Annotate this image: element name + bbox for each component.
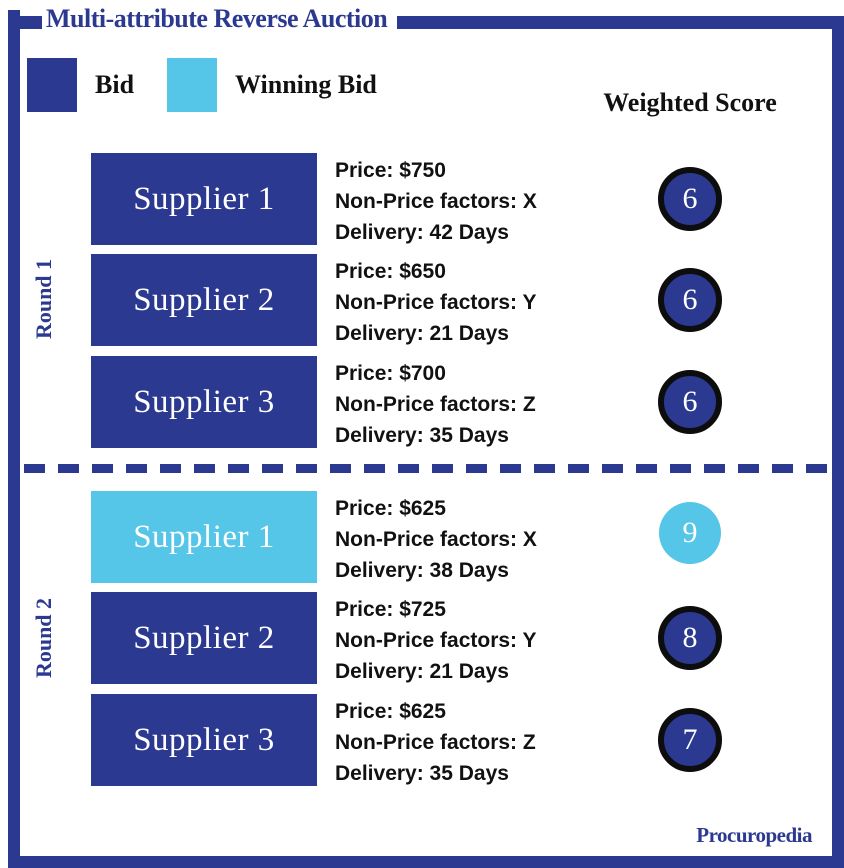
bid-delivery: Delivery: 38 Days <box>335 559 509 582</box>
brand-logo-text: Procuropedia <box>696 823 812 847</box>
bid-row-round1-supplier2: Supplier 2 Price: $650 Non-Price factors… <box>0 254 844 346</box>
legend-bid-swatch <box>27 58 77 112</box>
bid-non-price-factors: Non-Price factors: Y <box>335 291 537 314</box>
supplier-bid-box: Supplier 3 <box>91 356 317 448</box>
bid-non-price-factors: Non-Price factors: Z <box>335 393 536 416</box>
supplier-name: Supplier 1 <box>133 518 275 555</box>
supplier-name: Supplier 3 <box>133 721 275 758</box>
legend-winning-bid-swatch <box>167 58 217 112</box>
supplier-bid-box: Supplier 2 <box>91 254 317 346</box>
supplier-name: Supplier 2 <box>133 619 275 656</box>
supplier-bid-box: Supplier 3 <box>91 694 317 786</box>
bid-delivery: Delivery: 42 Days <box>335 221 509 244</box>
bid-delivery: Delivery: 35 Days <box>335 424 509 447</box>
bid-row-round2-supplier1: Supplier 1 Price: $625 Non-Price factors… <box>0 491 844 583</box>
bid-delivery: Delivery: 21 Days <box>335 660 509 683</box>
title-row: Multi-attribute Reverse Auction <box>46 4 832 34</box>
bid-row-round2-supplier3: Supplier 3 Price: $625 Non-Price factors… <box>0 694 844 786</box>
bid-non-price-factors: Non-Price factors: Z <box>335 731 536 754</box>
frame-right-bar <box>832 16 844 868</box>
weighted-score-badge: 6 <box>658 167 722 231</box>
weighted-score-badge-winning: 9 <box>659 502 721 564</box>
weighted-score-value: 6 <box>682 182 698 215</box>
bid-details: Price: $625 Non-Price factors: Z Deliver… <box>335 696 536 789</box>
frame-top-bar <box>397 15 832 29</box>
weighted-score-value: 7 <box>682 723 698 756</box>
bid-details: Price: $700 Non-Price factors: Z Deliver… <box>335 358 536 451</box>
round-divider-dashed-line <box>24 464 832 473</box>
bid-details: Price: $650 Non-Price factors: Y Deliver… <box>335 256 537 349</box>
frame-title-stub <box>20 16 42 29</box>
bid-price: Price: $725 <box>335 598 446 621</box>
legend-bid-label: Bid <box>95 70 135 99</box>
weighted-score-value: 9 <box>682 516 698 549</box>
bid-details: Price: $625 Non-Price factors: X Deliver… <box>335 493 537 586</box>
bid-non-price-factors: Non-Price factors: Y <box>335 629 537 652</box>
weighted-score-badge: 8 <box>658 606 722 670</box>
bid-price: Price: $750 <box>335 159 446 182</box>
bid-details: Price: $750 Non-Price factors: X Deliver… <box>335 155 537 248</box>
bid-non-price-factors: Non-Price factors: X <box>335 190 537 213</box>
weighted-score-badge: 6 <box>658 370 722 434</box>
weighted-score-badge: 6 <box>658 268 722 332</box>
weighted-score-header: Weighted Score <box>603 88 777 117</box>
supplier-bid-box: Supplier 1 <box>91 153 317 245</box>
bid-price: Price: $650 <box>335 260 446 283</box>
bid-non-price-factors: Non-Price factors: X <box>335 528 537 551</box>
bid-row-round1-supplier1: Supplier 1 Price: $750 Non-Price factors… <box>0 153 844 245</box>
legend-winning-bid-label: Winning Bid <box>235 70 377 99</box>
frame-left-bar <box>8 10 20 868</box>
supplier-name: Supplier 2 <box>133 281 275 318</box>
bid-row-round2-supplier2: Supplier 2 Price: $725 Non-Price factors… <box>0 592 844 684</box>
bid-delivery: Delivery: 35 Days <box>335 762 509 785</box>
supplier-name: Supplier 3 <box>133 383 275 420</box>
weighted-score-value: 6 <box>682 385 698 418</box>
bid-price: Price: $700 <box>335 362 446 385</box>
bid-price: Price: $625 <box>335 497 446 520</box>
weighted-score-value: 6 <box>682 283 698 316</box>
supplier-bid-box: Supplier 2 <box>91 592 317 684</box>
bid-delivery: Delivery: 21 Days <box>335 322 509 345</box>
bid-row-round1-supplier3: Supplier 3 Price: $700 Non-Price factors… <box>0 356 844 448</box>
frame-bottom-bar <box>8 856 844 868</box>
bid-details: Price: $725 Non-Price factors: Y Deliver… <box>335 594 537 687</box>
weighted-score-value: 8 <box>682 621 698 654</box>
page-title: Multi-attribute Reverse Auction <box>46 4 388 33</box>
supplier-bid-box-winning: Supplier 1 <box>91 491 317 583</box>
bid-price: Price: $625 <box>335 700 446 723</box>
weighted-score-badge: 7 <box>658 708 722 772</box>
supplier-name: Supplier 1 <box>133 180 275 217</box>
